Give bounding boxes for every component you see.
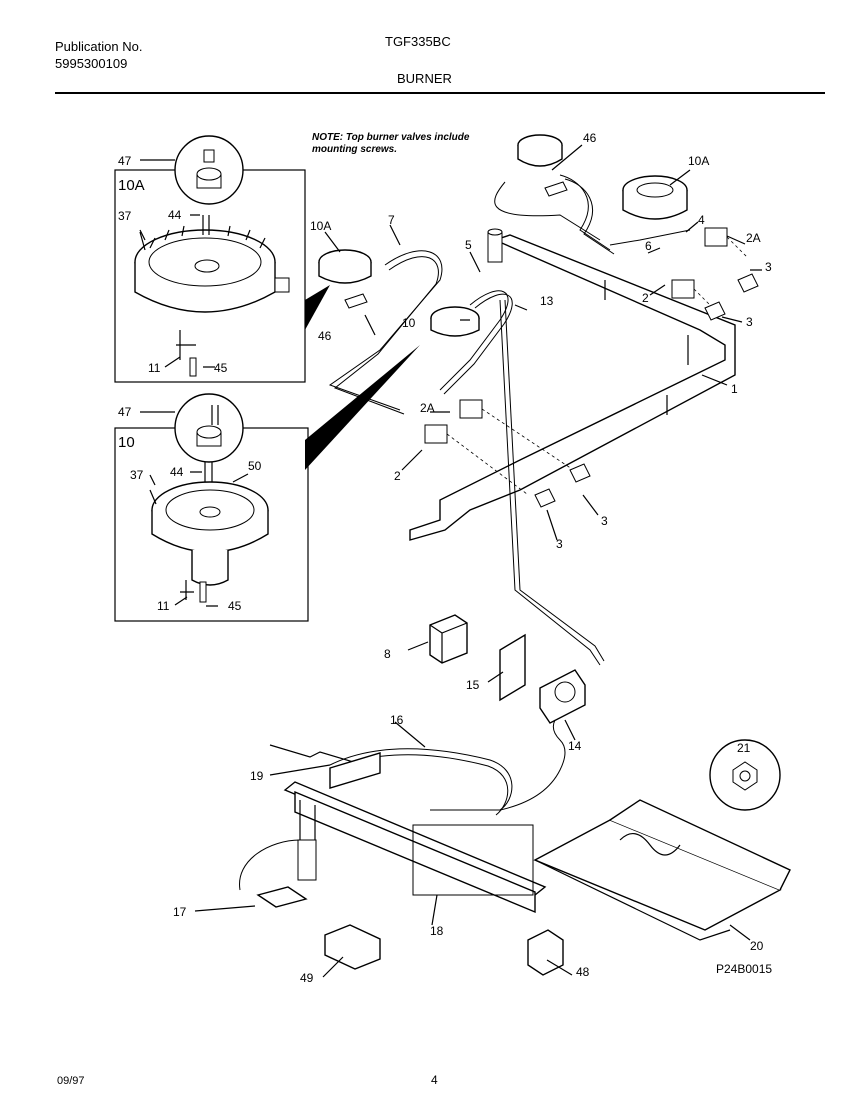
- callout-1: 1: [731, 382, 738, 396]
- callout-3-c: 3: [601, 514, 608, 528]
- top-burners: [318, 134, 688, 337]
- callout-3-d: 3: [556, 537, 563, 551]
- component-8: [429, 614, 468, 664]
- detail-box-10a: [114, 135, 306, 383]
- callout-6: 6: [645, 239, 652, 253]
- callout-13: 13: [540, 294, 554, 308]
- callout-14: 14: [568, 739, 582, 753]
- callout-2a-right: 2A: [746, 231, 761, 245]
- detail-box-10: [114, 393, 309, 622]
- callout-3-a: 3: [765, 260, 772, 274]
- callout-48: 48: [576, 965, 590, 979]
- publication-number: 5995300109: [55, 56, 128, 71]
- callout-15: 15: [466, 678, 480, 692]
- callout-10: 10: [402, 316, 416, 330]
- callout-7: 7: [388, 213, 395, 227]
- section-title: BURNER: [397, 71, 452, 86]
- callout-11-a: 11: [148, 361, 161, 375]
- callout-10a-box: 10A: [118, 177, 145, 194]
- callout-45-b: 45: [228, 599, 242, 613]
- projection-wedge-10a: [305, 285, 330, 330]
- manifold-pipe: [409, 228, 736, 541]
- callout-17: 17: [173, 905, 187, 919]
- callout-11-b: 11: [157, 599, 170, 613]
- callout-16: 16: [390, 713, 404, 727]
- callout-37-a: 37: [118, 209, 132, 223]
- footer-date: 09/97: [57, 1075, 85, 1087]
- callout-10a-left: 10A: [310, 219, 331, 233]
- callout-2a-left: 2A: [420, 401, 435, 415]
- callout-10a-right: 10A: [688, 154, 709, 168]
- callout-21: 21: [737, 741, 751, 755]
- supply-tube: [499, 299, 601, 666]
- callout-5: 5: [465, 238, 472, 252]
- callout-49: 49: [300, 971, 314, 985]
- callout-50: 50: [248, 459, 262, 473]
- model-number: TGF335BC: [385, 34, 451, 49]
- callout-labels: 47 10A 37 44 11 45 47 10 37 44 50 11 45 …: [118, 131, 772, 985]
- burner-tubes: [328, 174, 691, 415]
- page-number: 4: [431, 1073, 438, 1087]
- callout-37-b: 37: [130, 468, 144, 482]
- callout-47-a: 47: [118, 154, 132, 168]
- callout-45-a: 45: [214, 361, 228, 375]
- leader-lines: [139, 144, 762, 978]
- header-rule: [55, 92, 825, 94]
- callout-4: 4: [698, 213, 705, 227]
- regulator-assembly: [430, 633, 586, 811]
- callout-8: 8: [384, 647, 391, 661]
- figure-code: P24B0015: [716, 962, 772, 976]
- callout-2-right: 2: [642, 291, 649, 305]
- callout-20: 20: [750, 939, 764, 953]
- callout-46-a: 46: [318, 329, 332, 343]
- callout-19: 19: [250, 769, 264, 783]
- burner-valves: [424, 227, 759, 508]
- callout-10-box: 10: [118, 434, 135, 451]
- callout-18: 18: [430, 924, 444, 938]
- callout-46-b: 46: [583, 131, 597, 145]
- callout-3-b: 3: [746, 315, 753, 329]
- callout-2-left: 2: [394, 469, 401, 483]
- publication-label: Publication No.: [55, 39, 143, 54]
- callout-47-b: 47: [118, 405, 132, 419]
- callout-44-b: 44: [170, 465, 184, 479]
- nut-detail: [709, 739, 781, 811]
- oven-burner-assembly: [239, 744, 564, 976]
- callout-44-a: 44: [168, 208, 182, 222]
- projection-wedge-10: [305, 345, 420, 470]
- burner-shield: [533, 799, 791, 941]
- valve-note: NOTE: Top burner valves include mounting…: [312, 132, 470, 155]
